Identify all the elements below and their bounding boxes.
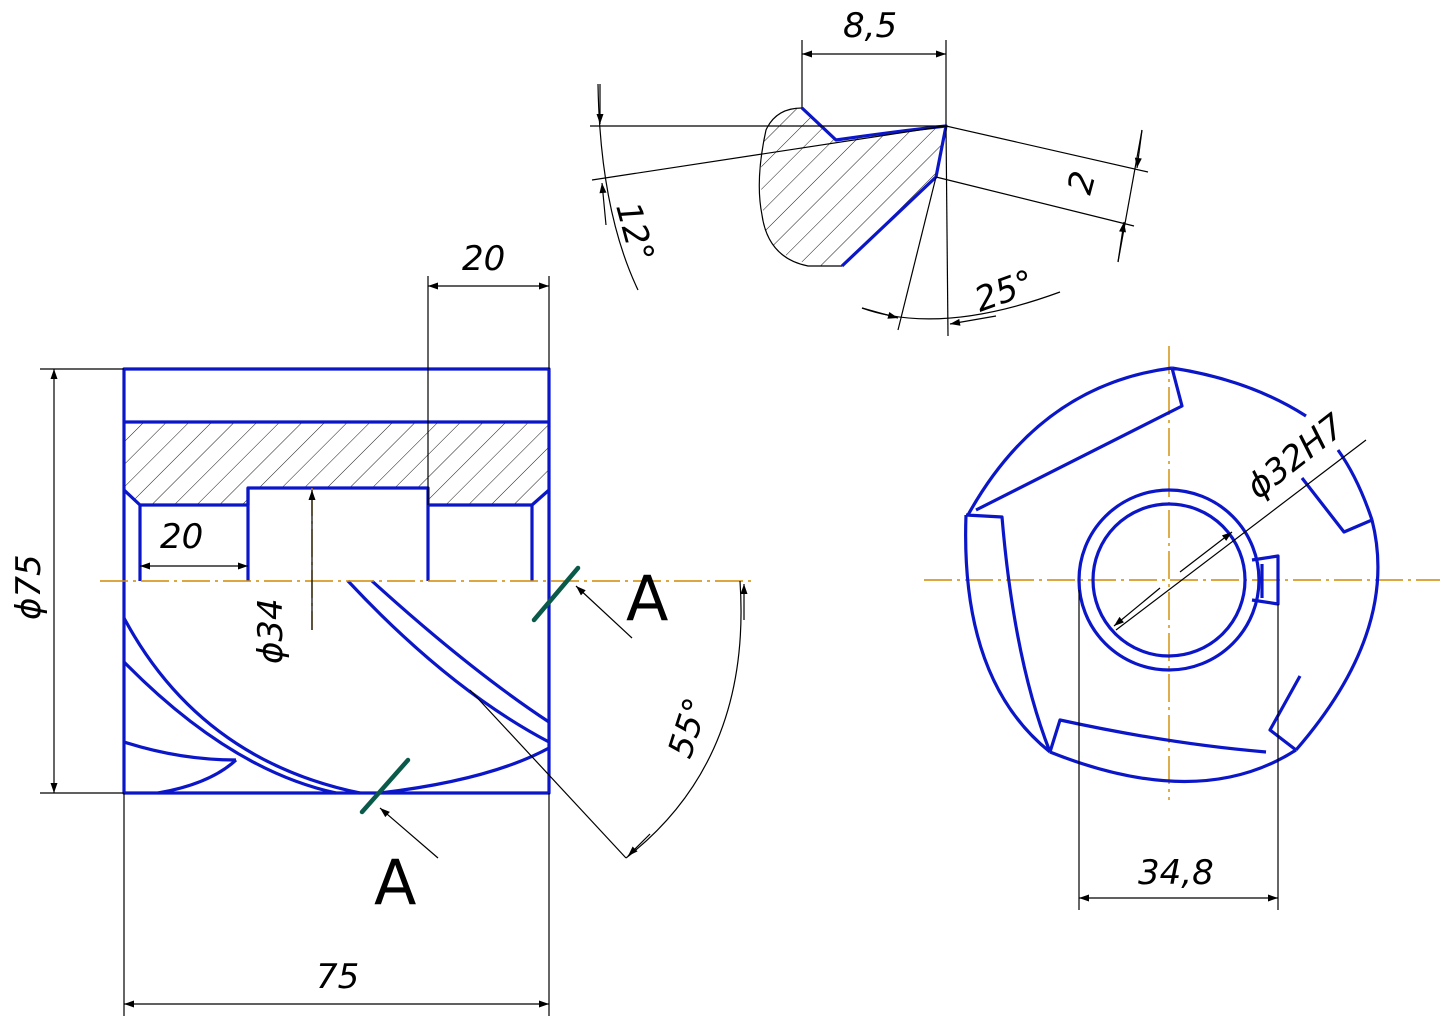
bore-inner-circle (1091, 502, 1247, 658)
dim-overall-length: 75 (316, 957, 359, 997)
dim-land: 2 (1060, 167, 1104, 198)
side-view: ϕ32H7 34,8 (924, 346, 1440, 910)
dim-helix-angle: 55° (661, 693, 718, 763)
tooth-break-line (758, 107, 842, 267)
cutter-outline (964, 366, 1380, 784)
dim-undercut-length: 20 (160, 517, 203, 557)
dim-tooth-width: 8,5 (843, 6, 897, 46)
front-view: 20 ϕ75 20 ϕ34 55° 75 A A (9, 239, 756, 1016)
dim-outer-diameter: ϕ75 (9, 554, 49, 620)
groove-outline (246, 486, 430, 581)
keyway (1251, 554, 1280, 606)
section-cut-right (531, 565, 581, 623)
dim-groove-length: 20 (462, 239, 505, 279)
dim-keyway: 34,8 (1138, 853, 1214, 893)
front-view-hatch (124, 422, 549, 505)
section-cut-bottom (359, 757, 411, 815)
section-marker-bottom: A (374, 846, 416, 919)
dim-bore-diameter: ϕ34 (251, 598, 291, 664)
bore-outer-circle (1077, 488, 1261, 672)
dim-hole-fit: ϕ32H7 (1239, 406, 1353, 507)
dim-rake-angle: 12° (607, 198, 661, 267)
section-marker-right: A (626, 562, 668, 635)
dim-clearance-angle: 25° (969, 262, 1039, 320)
tooth-profile-detail: 8,5 12° 2 25° (590, 6, 1149, 337)
tooth-section-hatch (760, 108, 946, 267)
